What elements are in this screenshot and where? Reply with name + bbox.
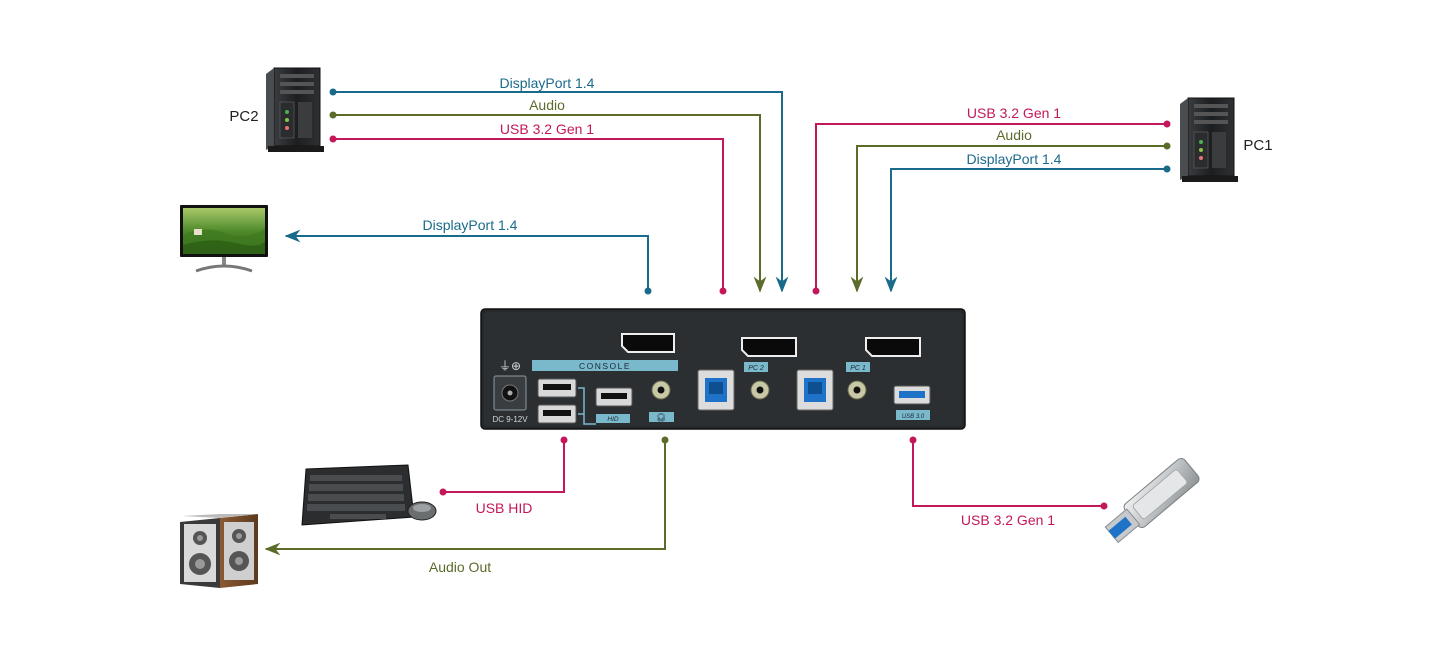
pc1-usb-line	[812, 120, 1171, 295]
pc2-audio-label: Audio	[529, 97, 565, 113]
usb3-port: USB 3.0	[893, 385, 931, 420]
pc2-label: PC2	[229, 108, 258, 125]
kvm-switch-rear-panel: ⏚⊕ DC 9-12V CONSOLE HID 🎧︎	[480, 308, 966, 430]
pc1-displayport-label: DisplayPort 1.4	[967, 151, 1062, 167]
pc2-port-group: PC 2	[697, 337, 797, 411]
speakers-icon	[180, 514, 258, 588]
tower-pc-icon	[1180, 97, 1238, 182]
pc1-port-label: PC 1	[850, 365, 866, 372]
pc1-audio-line	[850, 142, 1171, 293]
pc1-displayport-line	[884, 165, 1171, 293]
usb-storage-label: USB 3.2 Gen 1	[961, 512, 1055, 528]
monitor-displayport-line	[284, 229, 652, 295]
pc1-port-group: PC 1	[796, 337, 921, 411]
pc2-port-label: PC 2	[748, 365, 764, 372]
console-displayport	[621, 333, 675, 353]
monitor-displayport-label: DisplayPort 1.4	[423, 217, 518, 233]
usb-hid-label: USB HID	[476, 500, 533, 516]
pc1-label: PC1	[1243, 137, 1272, 154]
usb3-port-label: USB 3.0	[902, 414, 925, 420]
usb-flash-drive-icon	[1104, 457, 1200, 544]
monitor-icon	[180, 205, 268, 273]
pc2-usb-line	[329, 135, 727, 295]
tower-pc-icon	[266, 67, 324, 152]
keyboard-mouse-icon	[301, 464, 437, 526]
console-label: CONSOLE	[579, 361, 631, 371]
audio-out-line	[264, 436, 669, 556]
console-label-bar	[532, 360, 678, 371]
pc2-audio-line	[329, 111, 767, 293]
usb-storage-line	[909, 436, 1108, 510]
headphone-icon: 🎧︎	[656, 413, 666, 422]
usb-hid-line	[439, 436, 568, 496]
console-audio-jack: 🎧︎	[649, 380, 674, 422]
pc1-audio-label: Audio	[996, 127, 1032, 143]
dc-power-jack: ⏚⊕ DC 9-12V	[492, 359, 528, 424]
pc1-usb-label: USB 3.2 Gen 1	[967, 105, 1061, 121]
power-label: DC 9-12V	[492, 415, 528, 424]
svg-text:⏚⊕: ⏚⊕	[499, 359, 521, 373]
pc2-displayport-label: DisplayPort 1.4	[500, 75, 595, 91]
console-usb-a-ports: HID	[537, 378, 633, 425]
audio-out-label: Audio Out	[429, 559, 491, 575]
hid-label: HID	[607, 416, 619, 423]
pc2-displayport-line	[329, 88, 789, 293]
pc2-usb-label: USB 3.2 Gen 1	[500, 121, 594, 137]
